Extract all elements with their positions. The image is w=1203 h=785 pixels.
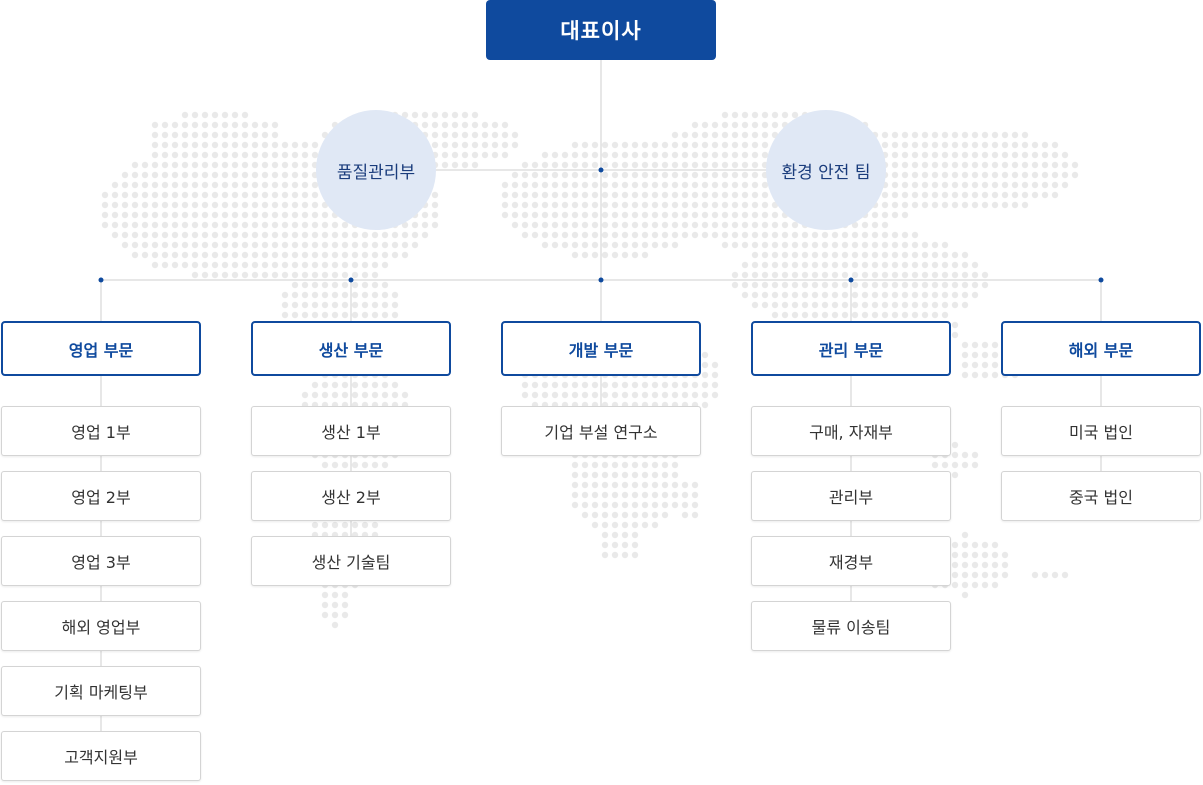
dept-box: 물류 이송팀: [751, 601, 951, 651]
quality-management-circle: 품질관리부: [316, 110, 436, 230]
dept-box: 해외 영업부: [1, 601, 201, 651]
dept-box: 영업 3부: [1, 536, 201, 586]
environment-safety-circle: 환경 안전 팀: [766, 110, 886, 230]
dept-box: 생산 1부: [251, 406, 451, 456]
dept-box: 미국 법인: [1001, 406, 1201, 456]
dept-box: 관리부: [751, 471, 951, 521]
ceo-box: 대표이사: [486, 0, 716, 60]
division-production: 생산 부문: [251, 321, 451, 376]
dept-box: 영업 2부: [1, 471, 201, 521]
dept-box: 영업 1부: [1, 406, 201, 456]
dept-box: 기업 부설 연구소: [501, 406, 701, 456]
division-overseas: 해외 부문: [1001, 321, 1201, 376]
division-development: 개발 부문: [501, 321, 701, 376]
division-sales: 영업 부문: [1, 321, 201, 376]
dept-box: 고객지원부: [1, 731, 201, 781]
division-management: 관리 부문: [751, 321, 951, 376]
dept-box: 재경부: [751, 536, 951, 586]
dept-box: 생산 2부: [251, 471, 451, 521]
dept-box: 중국 법인: [1001, 471, 1201, 521]
dept-box: 생산 기술팀: [251, 536, 451, 586]
dept-box: 기획 마케팅부: [1, 666, 201, 716]
dept-box: 구매, 자재부: [751, 406, 951, 456]
